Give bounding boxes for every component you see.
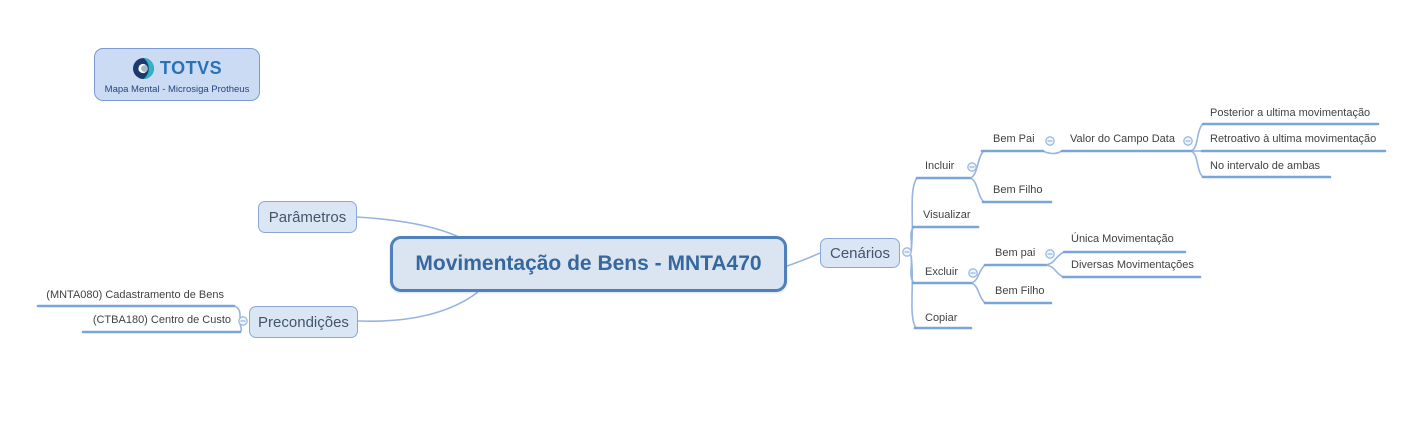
totvs-logo-row: TOTVS [95,54,259,82]
node-ctba180[interactable]: (CTBA180) Centro de Custo [92,314,231,326]
node-diversas-movimentacoes[interactable]: Diversas Movimentações [1071,259,1194,271]
node-precondicoes[interactable]: Precondições [249,306,358,338]
toggle-bem-pai[interactable] [1045,136,1055,146]
toggle-precondicoes[interactable] [238,316,248,326]
node-underlines [36,122,1387,334]
curve-root-cenarios [786,252,821,267]
curve-incluir-bemfilho [969,177,985,203]
collapse-toggles [238,136,1193,326]
curve-precondicoes-root [357,291,479,323]
totvs-header-node[interactable]: TOTVS Mapa Mental - Microsiga Protheus [94,48,260,101]
toggle-valor-campo-data[interactable] [1183,136,1193,146]
toggle-incluir[interactable] [967,162,977,172]
root-node[interactable]: Movimentação de Bens - MNTA470 [390,236,787,292]
totvs-logo-icon [132,57,154,79]
curve-bempai-valor [1042,150,1063,155]
curve-parametros-root [356,216,460,238]
node-retroativo[interactable]: Retroativo à ultima movimentação [1210,133,1377,145]
curve-excluir-bemfilho [970,282,986,304]
node-bem-pai[interactable]: Bem Pai [993,133,1035,145]
node-valor-campo-data[interactable]: Valor do Campo Data [1070,133,1175,145]
node-mnta080[interactable]: (MNTA080) Cadastramento de Bens [46,289,224,301]
curve-cenarios-visualizar [910,226,915,253]
node-cenarios[interactable]: Cenários [820,238,900,268]
curve-mnta080-precondicoes [233,305,241,320]
curve-incluir-bempai [969,151,984,179]
node-posterior[interactable]: Posterior a ultima movimentação [1210,107,1371,119]
node-parametros[interactable]: Parâmetros [258,201,357,233]
curve-bempai2-diversas [1045,264,1064,278]
totvs-subtitle: Mapa Mental - Microsiga Protheus [104,84,250,95]
node-visualizar[interactable]: Visualizar [923,209,971,221]
node-copiar[interactable]: Copiar [925,312,958,324]
totvs-brand-text: TOTVS [159,57,223,78]
root-node-label: Movimentação de Bens - MNTA470 [415,252,762,275]
toggle-excluir[interactable] [968,268,978,278]
curve-excluir-bempai [970,264,986,284]
node-unica-movimentacao[interactable]: Única Movimentação [1071,233,1174,245]
node-bem-filho-1[interactable]: Bem Filho [993,184,1043,196]
curve-bempai2-unica [1045,251,1065,266]
node-precondicoes-label: Precondições [258,313,349,331]
node-excluir[interactable]: Excluir [925,266,959,278]
node-bem-pai-2[interactable]: Bem pai [995,247,1036,259]
node-incluir[interactable]: Incluir [925,160,955,172]
curve-valor-intervalo [1190,150,1204,178]
curve-valor-posterior [1190,123,1204,152]
branch-curves [233,123,1204,333]
node-bem-filho-2[interactable]: Bem Filho [995,285,1045,297]
toggle-bem-pai-2[interactable] [1045,249,1055,259]
curve-cenarios-copiar [910,255,917,329]
node-parametros-label: Parâmetros [268,208,347,226]
node-cenarios-label: Cenários [829,244,891,262]
toggle-cenarios[interactable] [902,247,912,257]
node-intervalo[interactable]: No intervalo de ambas [1210,160,1321,172]
